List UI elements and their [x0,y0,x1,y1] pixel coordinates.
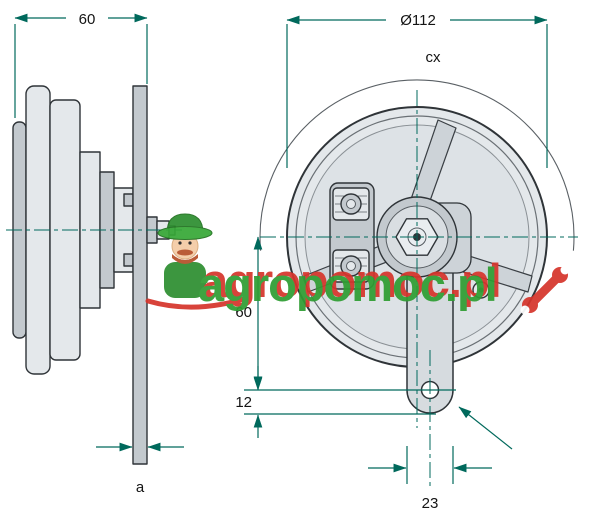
terminal-top [332,187,370,221]
watermark-wrench-icon [520,265,570,315]
dim-label-hole-edge: 12 [235,394,252,411]
mascot-eye-right [188,241,192,245]
mounting-strap [406,244,454,414]
mount-bolt-top [123,193,134,207]
horn-side-view [6,85,182,465]
mascot-hat-brim [157,226,213,240]
dim-label-arm-width: 23 [422,495,439,512]
centerlines [260,90,578,487]
dimension-lines [14,13,548,484]
terminal-bottom [332,249,370,283]
cx-reference-arc [259,79,575,251]
wrench-jaw-bottom-notch [520,305,530,315]
mascot-eye-left [178,241,182,245]
mounting-plate [132,85,148,465]
watermark-mascot [157,213,213,298]
dim-label-plate-thickness: a [136,479,145,496]
watermark: agropomoc.pl agropomoc.pl [145,213,570,315]
dim-label-arm-length: 60 [235,304,252,321]
wrench-jaw-top-notch [560,265,570,275]
mount-bolt-bottom [123,253,134,267]
dim-label-diameter: Ø112 [400,12,436,29]
mascot-beard [172,254,198,264]
dimension-labels: 60 a Ø112 cx 60 12 23 [79,11,441,512]
dim-label-side-width: 60 [79,11,96,28]
face-rivet-center [478,287,484,293]
terminal-bottom-stud [346,261,356,271]
dim-label-cx: cx [426,49,442,66]
watermark-swoosh [145,294,253,310]
mascot-body [164,262,206,298]
watermark-text-shadow: agropomoc.pl [202,254,501,307]
leader-arrow-strap-edge [458,406,513,450]
watermark-text: agropomoc.pl [198,258,497,311]
terminal-top-stud [346,199,356,209]
mascot-mustache [177,249,193,256]
